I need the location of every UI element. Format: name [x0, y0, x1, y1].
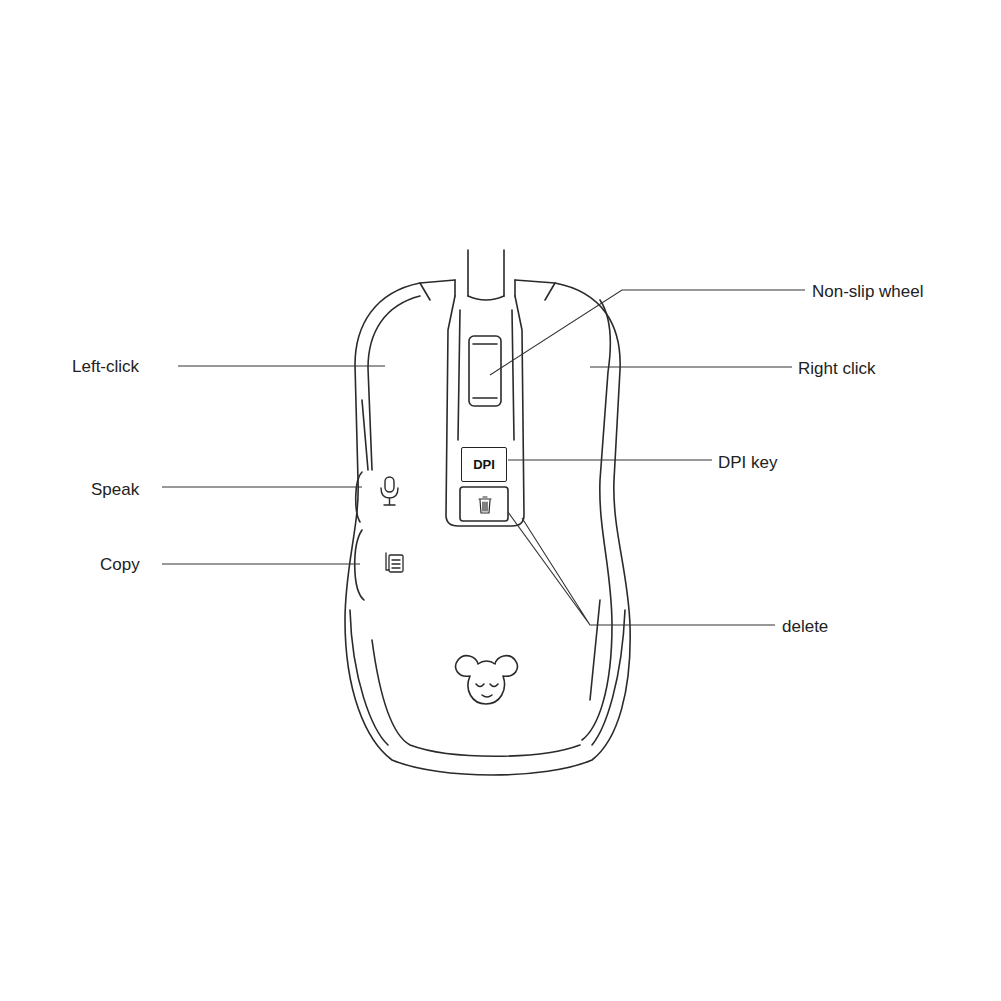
mouse-left-stripe	[362, 400, 600, 700]
leader-line	[162, 563, 360, 564]
leader-line	[590, 366, 792, 367]
part-label: Copy	[100, 556, 140, 573]
leader-line	[162, 486, 362, 487]
copy-side-button	[355, 530, 364, 600]
button-text: DPI	[473, 458, 495, 471]
part-label: Right click	[798, 360, 875, 377]
speak-side-button	[356, 472, 362, 522]
leader-line	[508, 459, 712, 460]
delete-button	[460, 487, 508, 521]
part-label: delete	[782, 618, 828, 635]
mouse-body	[345, 280, 630, 775]
leader-line	[178, 365, 385, 366]
part-label: DPI key	[718, 454, 778, 471]
mouse-side-lower	[350, 610, 625, 745]
mouse-logo	[456, 656, 518, 704]
microphone-icon	[381, 477, 398, 505]
part-label: Non-slip wheel	[812, 283, 924, 300]
center-channel-inner	[458, 310, 514, 440]
part-label: Left-click	[72, 358, 139, 375]
wheel-edge	[473, 344, 497, 398]
dpi-button: DPI	[461, 447, 507, 482]
cable	[468, 250, 504, 296]
center-channel	[446, 296, 524, 526]
leader-line	[508, 512, 775, 625]
trash-icon	[479, 497, 491, 513]
seam	[420, 280, 555, 300]
mouse-inner-edge	[368, 296, 612, 740]
document-icon	[386, 553, 403, 572]
cable-end	[468, 296, 504, 300]
mouse-bottom-curve	[372, 640, 580, 756]
part-label: Speak	[91, 481, 139, 498]
leader-line	[490, 290, 805, 375]
